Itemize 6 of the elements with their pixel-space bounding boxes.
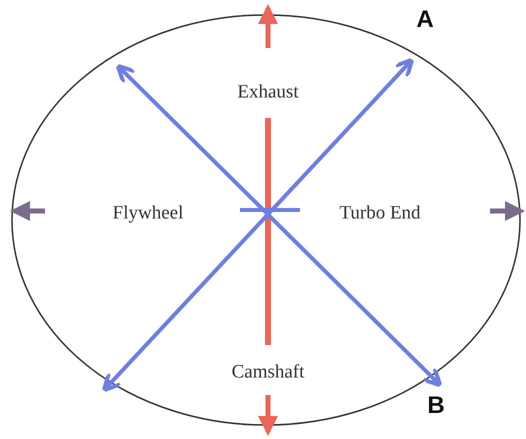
point-letter: B: [427, 394, 445, 418]
direction-label: Turbo End: [339, 204, 421, 222]
direction-label: Exhaust: [237, 82, 299, 102]
direction-label: Camshaft: [232, 362, 304, 382]
point-letter: A: [416, 8, 434, 32]
direction-label: Flywheel: [112, 204, 184, 222]
